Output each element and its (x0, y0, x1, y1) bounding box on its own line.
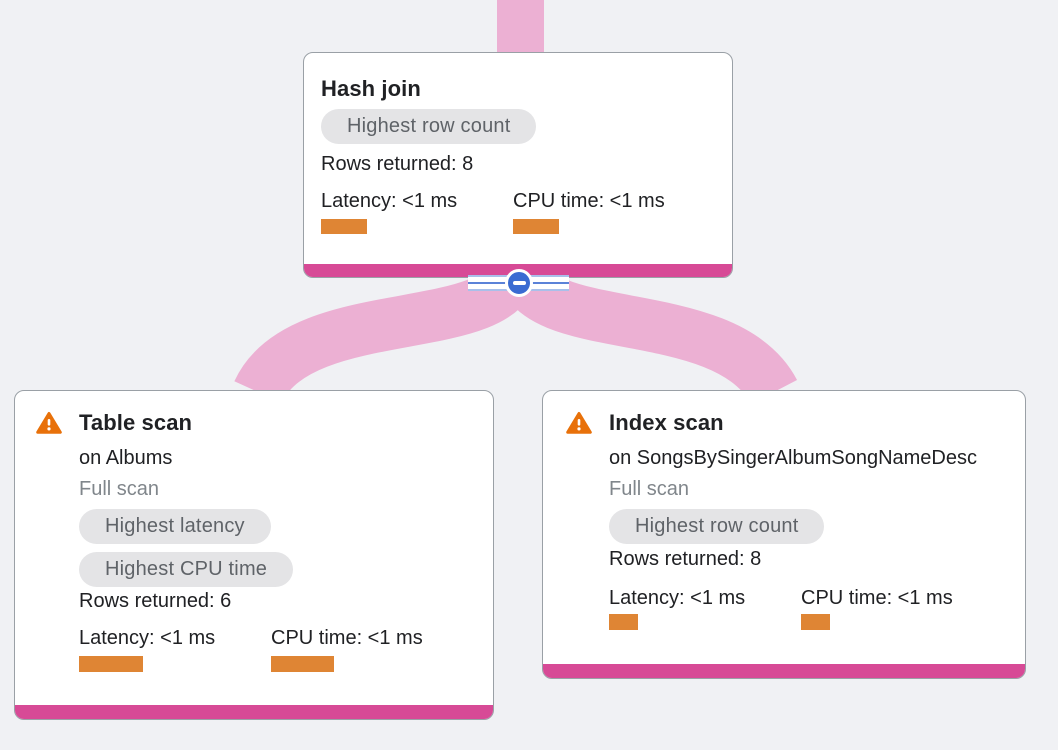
cpu-metric: CPU time: <1 ms (271, 625, 463, 672)
warning-triangle-icon (566, 412, 592, 434)
node-header: Table scan (36, 409, 473, 437)
minus-circle-icon (512, 281, 526, 285)
node-header: Index scan (566, 409, 1005, 437)
cpu-metric: CPU time: <1 ms (513, 188, 705, 234)
scan-mode: Full scan (609, 478, 690, 500)
edge-hashjoin-to-indexscan (496, 260, 798, 406)
cpu-metric: CPU time: <1 ms (801, 585, 993, 630)
rows-returned: Rows returned: 8 (321, 153, 474, 175)
badge-highest-latency: Highest latency (79, 509, 271, 544)
node-title: Hash join (321, 76, 421, 101)
latency-label: Latency: <1 ms (609, 587, 746, 609)
node-accent-bar (543, 664, 1025, 678)
node-title: Index scan (609, 410, 724, 435)
badge-row: Highest row count (609, 509, 1005, 544)
latency-metric: Latency: <1 ms (609, 585, 801, 630)
badge-highest-row-count: Highest row count (321, 109, 537, 144)
badge-row: Highest row count (321, 109, 712, 144)
node-hash-join[interactable]: Hash join Highest row count Rows returne… (303, 52, 733, 278)
node-accent-bar (15, 705, 493, 719)
edge-parent-incoming (497, 0, 544, 56)
collapse-children-button[interactable] (505, 269, 533, 297)
latency-bar (321, 219, 367, 234)
scan-target: on Albums (79, 447, 173, 469)
latency-bar (79, 656, 143, 672)
latency-bar (609, 614, 638, 630)
node-table-scan[interactable]: Table scan on Albums Full scan Highest l… (14, 390, 494, 720)
edge-hashjoin-to-tablescan (234, 260, 540, 405)
warning-triangle-icon (36, 412, 62, 434)
badge-highest-cpu-time: Highest CPU time (79, 552, 294, 587)
scan-target: on SongsBySingerAlbumSongNameDesc (609, 447, 977, 469)
cpu-label: CPU time: <1 ms (801, 587, 953, 609)
node-title: Table scan (79, 410, 193, 435)
badge-row: Highest CPU time (79, 552, 473, 587)
cpu-label: CPU time: <1 ms (271, 627, 423, 649)
cpu-bar (513, 219, 559, 234)
scan-mode: Full scan (79, 478, 160, 500)
node-index-scan[interactable]: Index scan on SongsBySingerAlbumSongName… (542, 390, 1026, 679)
cpu-bar (271, 656, 334, 672)
latency-label: Latency: <1 ms (79, 627, 216, 649)
cpu-label: CPU time: <1 ms (513, 190, 665, 212)
latency-metric: Latency: <1 ms (79, 625, 271, 672)
metrics-row: Latency: <1 ms CPU time: <1 ms (321, 188, 712, 234)
badge-highest-row-count: Highest row count (609, 509, 825, 544)
cpu-bar (801, 614, 830, 630)
latency-label: Latency: <1 ms (321, 190, 458, 212)
latency-metric: Latency: <1 ms (321, 188, 513, 234)
metrics-row: Latency: <1 ms CPU time: <1 ms (609, 585, 1005, 630)
rows-returned: Rows returned: 8 (609, 548, 762, 570)
badge-row: Highest latency (79, 509, 473, 544)
metrics-row: Latency: <1 ms CPU time: <1 ms (79, 625, 473, 672)
rows-returned: Rows returned: 6 (79, 590, 232, 612)
